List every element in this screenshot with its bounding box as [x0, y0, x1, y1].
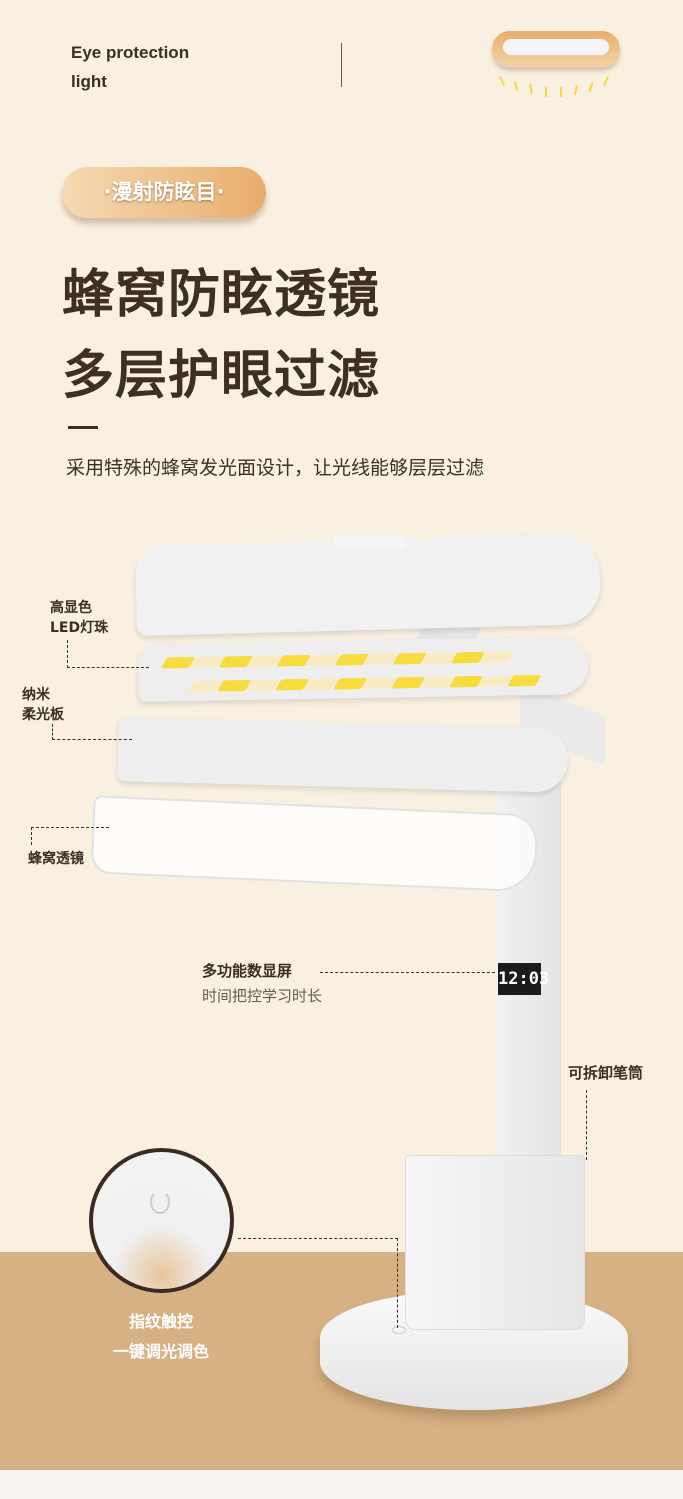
label-lens: 蜂窝透镜: [28, 851, 84, 867]
label-touch-line-2: 一键调光调色: [112, 1342, 209, 1361]
led-bead: [479, 651, 514, 663]
brand-line-2: light: [71, 72, 107, 91]
callout-line-led: [67, 640, 149, 668]
touch-zoom-circle: [89, 1148, 234, 1293]
led-bead: [507, 674, 542, 687]
divider: [341, 43, 342, 87]
label-touch-line-1: 指纹触控: [128, 1312, 193, 1331]
label-display: 多功能数显屏: [202, 962, 293, 980]
light-rays-icon: [495, 70, 625, 100]
callout-line-lens: [31, 827, 109, 845]
pen-holder: [405, 1155, 585, 1330]
lamp-light-icon: [492, 31, 620, 67]
callout-line-nano: [52, 724, 132, 740]
callout-line-pen-holder: [586, 1090, 587, 1160]
brand-line-1: Eye protection: [71, 43, 190, 62]
nano-diffuser-panel: [117, 717, 569, 793]
power-icon: [150, 1190, 170, 1214]
honeycomb-lens: [90, 795, 539, 893]
label-led: 高显色 LED灯珠: [50, 598, 108, 638]
lamp-head-housing: [134, 533, 602, 637]
clock-display: 12:03: [498, 963, 549, 995]
headline-line-2: 多层护眼过滤: [62, 346, 381, 406]
headline-line-1: 蜂窝防眩透镜: [62, 265, 381, 325]
label-display-sub: 时间把控学习时长: [202, 987, 323, 1005]
title-underline: [68, 426, 98, 429]
callout-line-touch: [238, 1238, 398, 1328]
bottom-strip: [0, 1470, 683, 1499]
feature-badge: ·漫射防眩目·: [62, 167, 266, 218]
description: 采用特殊的蜂窝发光面设计，让光线能够层层过滤: [66, 457, 485, 479]
label-pen-holder: 可拆卸笔筒: [568, 1064, 644, 1082]
label-nano-line-2: 柔光板: [22, 707, 64, 723]
label-nano: 纳米 柔光板: [22, 685, 64, 725]
label-led-line-1: 高显色: [50, 600, 92, 616]
label-touch: 指纹触控 一键调光调色: [0, 1307, 322, 1367]
callout-line-display: [320, 972, 495, 973]
led-panel: [137, 636, 589, 702]
label-led-line-2: LED灯珠: [50, 620, 109, 636]
touch-button-icon: [392, 1326, 406, 1334]
lamp-head-top: [333, 536, 405, 548]
label-nano-line-1: 纳米: [22, 687, 50, 703]
brand-text: Eye protection light: [71, 38, 189, 96]
